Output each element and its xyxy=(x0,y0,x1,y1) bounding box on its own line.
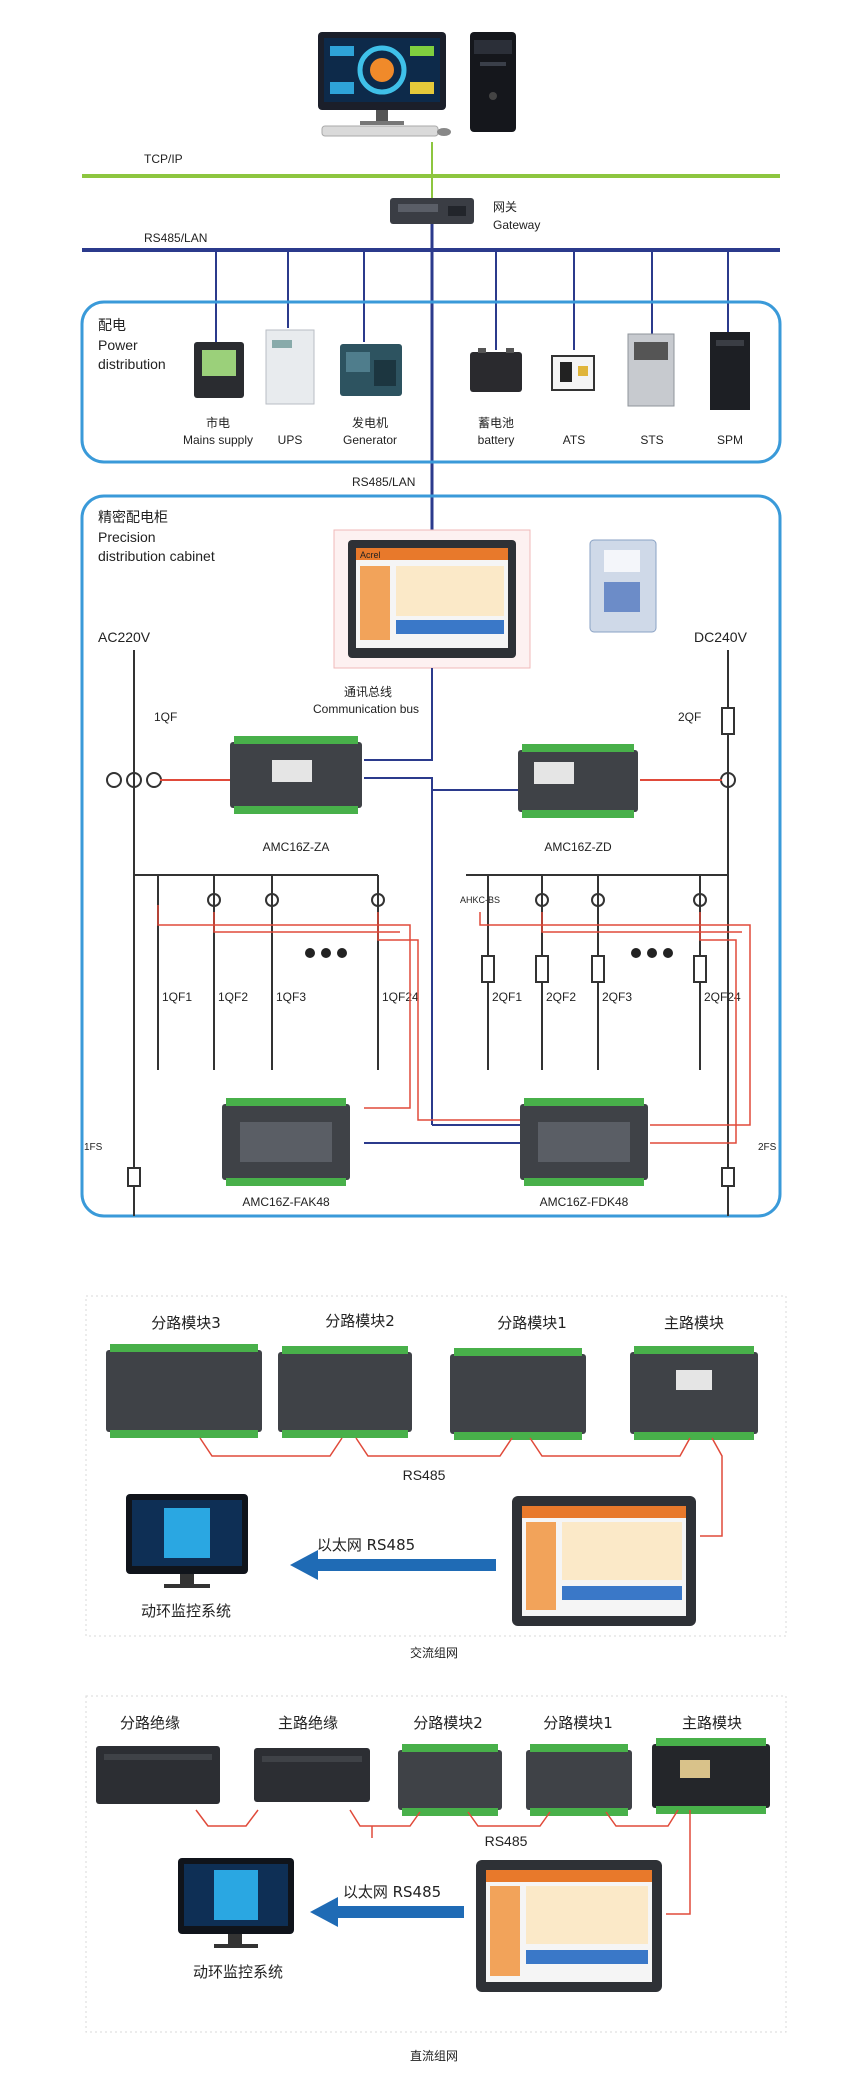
dc-ethernet-arrow-icon xyxy=(310,1897,464,1927)
device-label-en-spm: SPM xyxy=(717,433,743,447)
qf2-label: 2QF xyxy=(678,710,701,724)
rs485-lan-label-mid: RS485/LAN xyxy=(352,475,415,489)
dc-module-label-1: 分路绝缘 xyxy=(120,1714,180,1732)
ups-icon xyxy=(265,329,315,405)
gateway-label-cn: 网关 xyxy=(493,200,517,214)
dc-branch-label-1: 2QF1 xyxy=(492,990,522,1004)
hmi-touchscreen: Acrel xyxy=(333,529,531,669)
ac-branch-label-24: 1QF24 xyxy=(382,990,419,1004)
ac-ethernet-label: 以太网 RS485 xyxy=(317,1536,415,1554)
dc-module-label-2: 主路绝缘 xyxy=(278,1714,338,1732)
dc-main-fuse-icon xyxy=(721,707,735,735)
ac-voltage-label: AC220V xyxy=(98,629,151,645)
mains-meter-icon xyxy=(194,342,244,398)
ac-module-label-4: 主路模块 xyxy=(664,1314,724,1332)
ac-system-label: 动环监控系统 xyxy=(141,1602,231,1620)
gateway-device-icon xyxy=(390,198,474,224)
module-za-icon xyxy=(230,736,362,814)
ac-branch-label-2: 1QF2 xyxy=(218,990,248,1004)
ac-network-caption: 交流组网 xyxy=(410,1645,458,1660)
ac-module-label-2: 分路模块2 xyxy=(325,1312,395,1330)
monitor-icon xyxy=(318,32,451,137)
tcp-ip-label: TCP/IP xyxy=(144,152,183,166)
precision-cabinet-panel xyxy=(80,494,782,1218)
device-label-en-generator: Generator xyxy=(343,433,397,447)
dc-system-label: 动环监控系统 xyxy=(193,1963,283,1981)
ac-rs485-label: RS485 xyxy=(403,1467,446,1483)
device-label-cn-battery: 蓄电池 xyxy=(478,416,514,430)
sts-icon xyxy=(627,333,675,407)
din-rail-module-icon xyxy=(589,539,657,633)
dc-main-insulation-module-icon xyxy=(254,1748,370,1802)
device-label-en-battery: battery xyxy=(478,433,515,447)
dc-branch-label-2: 2QF2 xyxy=(546,990,576,1004)
power-distribution-title-en-2: distribution xyxy=(98,356,166,372)
ac-ethernet-arrow-icon xyxy=(290,1550,496,1580)
qf1-label: 1QF xyxy=(154,710,177,724)
ac-branch-module-2-icon xyxy=(278,1346,412,1438)
module-zd-icon xyxy=(518,744,638,818)
fs1-label: 1FS xyxy=(84,1142,103,1153)
cabinet-title-en-1: Precision xyxy=(98,529,156,545)
comm-bus-label-cn: 通讯总线 xyxy=(344,685,392,699)
device-label-en-sts: STS xyxy=(640,433,663,447)
computer-tower-icon xyxy=(470,32,516,132)
ac-branch-label-1: 1QF1 xyxy=(162,990,192,1004)
dc-voltage-label: DC240V xyxy=(694,629,748,645)
dc-branch-module-1-icon xyxy=(526,1744,632,1816)
comm-bus-label-en: Communication bus xyxy=(313,702,419,716)
ac-module-label-3: 分路模块1 xyxy=(497,1314,567,1332)
power-distribution-panel xyxy=(80,300,782,464)
device-label-en-mains: Mains supply xyxy=(183,433,253,447)
gateway-label-en: Gateway xyxy=(493,218,540,232)
ac-branch-label-3: 1QF3 xyxy=(276,990,306,1004)
dc-monitoring-screen-icon xyxy=(178,1858,294,1948)
hmi-brand: Acrel xyxy=(360,550,381,560)
dc-module-label-4: 分路模块1 xyxy=(543,1714,613,1732)
power-distribution-title-cn: 配电 xyxy=(98,318,126,334)
dc-main-module-icon xyxy=(652,1738,770,1814)
dc-branch-label-3: 2QF3 xyxy=(602,990,632,1004)
ac-monitoring-screen-icon xyxy=(126,1494,248,1588)
device-label-en-ats: ATS xyxy=(563,433,585,447)
module-fak48-icon xyxy=(222,1098,350,1186)
module-fak48-label: AMC16Z-FAK48 xyxy=(242,1195,330,1209)
ats-icon xyxy=(551,355,595,391)
module-za-label: AMC16Z-ZA xyxy=(263,840,330,854)
rs485-lan-label-top: RS485/LAN xyxy=(144,231,207,245)
cabinet-title-en-2: distribution cabinet xyxy=(98,548,215,564)
dc-module-label-5: 主路模块 xyxy=(682,1714,742,1732)
dc-module-label-3: 分路模块2 xyxy=(413,1714,483,1732)
device-label-en-ups: UPS xyxy=(278,433,303,447)
ac-network-frame xyxy=(85,1295,787,1637)
dc-network-frame xyxy=(85,1695,787,2033)
dc-branch-module-2-icon xyxy=(398,1744,502,1816)
dc-ethernet-label: 以太网 RS485 xyxy=(343,1883,441,1901)
device-label-cn-generator: 发电机 xyxy=(352,415,388,430)
dc-rs485-label: RS485 xyxy=(485,1833,528,1849)
spm-icon xyxy=(710,332,750,410)
dc-branch-insulation-module-icon xyxy=(96,1746,220,1804)
dc-network-caption: 直流组网 xyxy=(410,2049,458,2063)
module-zd-label: AMC16Z-ZD xyxy=(544,840,612,854)
power-distribution-title-en-1: Power xyxy=(98,337,138,353)
ac-branch-module-1-icon xyxy=(450,1348,586,1440)
dc-branch-label-24: 2QF24 xyxy=(704,990,741,1004)
ahkc-label: AHKC-BS xyxy=(460,895,500,905)
ac-hmi-touchscreen xyxy=(512,1496,696,1626)
dc-hmi-touchscreen xyxy=(476,1860,662,1992)
device-label-cn-mains: 市电 xyxy=(206,415,230,430)
cabinet-title-cn: 精密配电柜 xyxy=(98,509,168,526)
module-fdk48-icon xyxy=(520,1098,648,1186)
ac-main-module-icon xyxy=(630,1346,758,1440)
module-fdk48-label: AMC16Z-FDK48 xyxy=(540,1195,629,1209)
ac-module-label-1: 分路模块3 xyxy=(151,1314,221,1332)
generator-icon xyxy=(340,344,402,396)
fs2-label: 2FS xyxy=(758,1142,777,1153)
battery-icon xyxy=(470,348,522,392)
ac-branch-module-3-icon xyxy=(106,1344,262,1438)
